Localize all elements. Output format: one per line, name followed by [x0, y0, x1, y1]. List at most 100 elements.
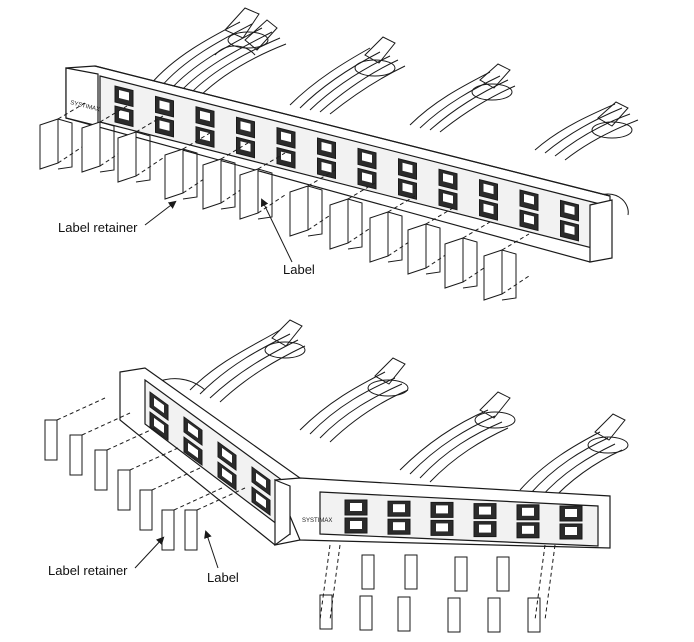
retainer-face: [369, 211, 389, 263]
port-opening: [350, 503, 362, 511]
retainer-side: [99, 121, 115, 173]
retainer-side: [462, 237, 478, 289]
retainer-face: [404, 554, 418, 590]
port: [183, 416, 203, 446]
retainer-guide: [425, 207, 454, 225]
retainer-face: [39, 118, 59, 170]
port-opening: [443, 193, 453, 204]
port-opening: [362, 152, 372, 163]
port: [473, 503, 497, 520]
port: [430, 519, 454, 536]
retainer-face: [407, 223, 427, 275]
port: [344, 499, 368, 516]
port: [560, 199, 579, 222]
port: [344, 517, 368, 534]
retainer-guide: [56, 397, 106, 421]
label-retainer: [527, 597, 541, 633]
port-opening: [402, 182, 413, 194]
port: [559, 523, 583, 540]
port-opening: [188, 442, 198, 459]
port: [236, 136, 255, 159]
port-opening: [436, 505, 448, 514]
port-opening: [256, 492, 266, 509]
port-opening: [240, 141, 251, 152]
retainer-face: [161, 509, 175, 551]
port-opening: [188, 422, 198, 439]
retainer-guide: [462, 221, 491, 239]
retainer-guide: [387, 195, 416, 213]
port: [114, 105, 134, 128]
port-opening: [565, 527, 577, 535]
port-opening: [565, 509, 577, 517]
label-retainer: [184, 487, 246, 551]
port-opening: [522, 525, 534, 534]
label-retainer: [407, 207, 454, 275]
bottom-label-retainers: [44, 397, 556, 633]
label-retainer: [496, 556, 510, 592]
retainer-guide: [257, 152, 286, 170]
retainer-face: [487, 597, 501, 633]
port: [195, 126, 215, 148]
port-opening: [222, 467, 232, 484]
port-opening: [393, 522, 405, 531]
retainer-guide: [182, 132, 211, 150]
label-retainer: [139, 467, 201, 531]
retainer-guide: [307, 169, 336, 187]
port-opening: [119, 89, 129, 101]
retainer-face: [184, 509, 198, 551]
retainer-face: [117, 131, 137, 183]
port: [479, 198, 498, 221]
retainer-guide: [151, 467, 201, 491]
port: [317, 157, 336, 180]
port: [398, 158, 417, 180]
port: [519, 189, 539, 212]
port-opening: [436, 523, 448, 532]
retainer-guide: [99, 147, 128, 167]
port-opening: [256, 472, 266, 489]
bottom-label-leader: [204, 530, 219, 569]
label-retainer: [447, 597, 461, 633]
port-opening: [443, 173, 453, 184]
port: [149, 391, 169, 421]
retainer-face: [329, 198, 349, 250]
port-opening: [222, 447, 232, 464]
label-retainer: [289, 169, 336, 237]
port: [430, 501, 454, 518]
port-opening: [119, 109, 129, 121]
port: [217, 441, 237, 471]
port-opening: [524, 193, 534, 205]
retainer-face: [81, 121, 101, 173]
retainer-guide: [81, 412, 131, 436]
port: [155, 95, 174, 118]
port-opening: [154, 417, 164, 434]
retainer-guide: [425, 249, 454, 269]
retainer-guide: [196, 487, 246, 511]
label-retainer: [81, 105, 128, 173]
bottom-port-array: [149, 391, 583, 540]
retainer-guide: [501, 233, 530, 251]
retainer-face: [117, 469, 131, 511]
port-opening: [159, 120, 170, 131]
retainer-guide: [319, 544, 331, 621]
port-opening: [483, 183, 494, 195]
port: [276, 126, 296, 149]
top-label-leader: [261, 198, 293, 263]
retainer-guide: [173, 487, 223, 511]
label-retainer: [117, 447, 179, 511]
retainer-face: [69, 434, 83, 476]
port: [357, 147, 377, 170]
retainer-guide: [220, 184, 249, 204]
port-opening: [479, 506, 491, 515]
bottom-label-retainer-callout: Label retainer: [48, 563, 128, 578]
label-retainer: [69, 412, 131, 476]
retainer-guide: [387, 237, 416, 257]
top-label-callout: Label: [283, 262, 315, 277]
port-opening: [200, 130, 210, 142]
retainer-side: [347, 198, 363, 250]
port: [114, 85, 134, 108]
retainer-guide-pair: [534, 544, 556, 621]
retainer-face: [496, 556, 510, 592]
retainer-side: [220, 158, 236, 210]
port-opening: [564, 204, 575, 215]
